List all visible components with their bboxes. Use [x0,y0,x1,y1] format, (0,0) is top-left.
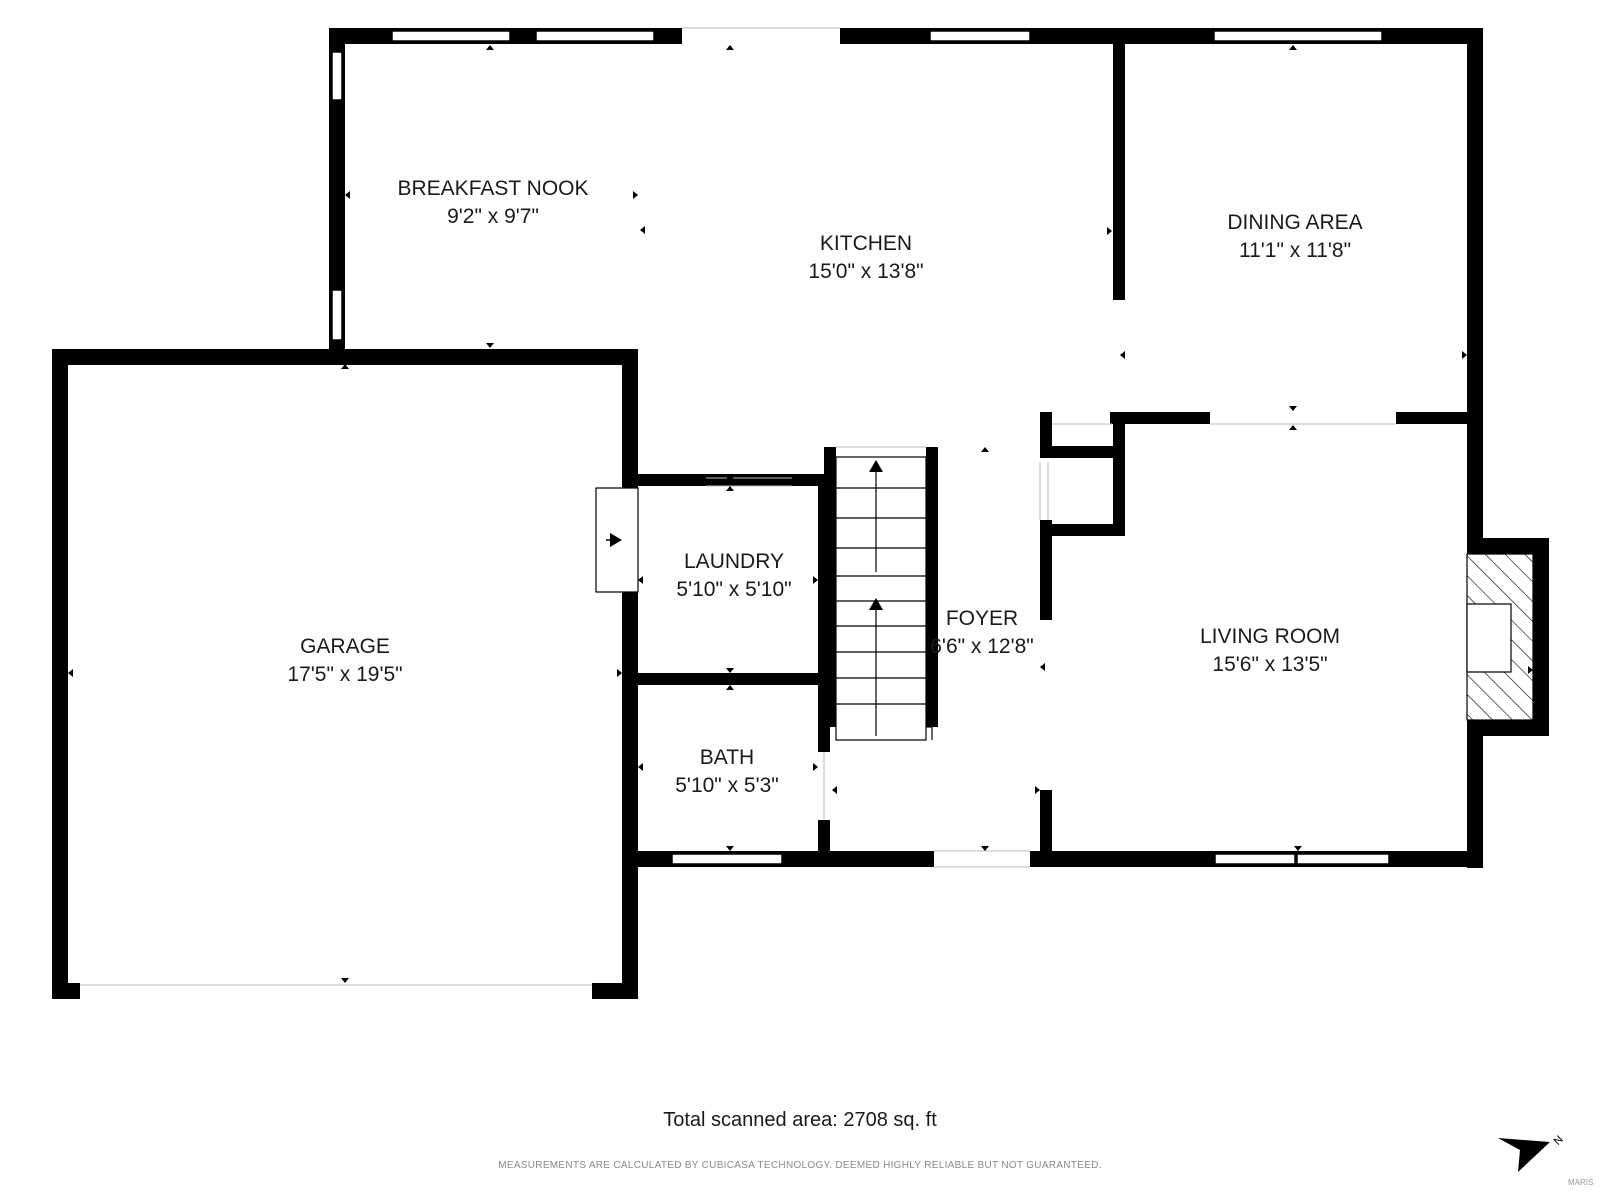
openings [80,26,1396,1001]
fireplace [1466,553,1534,721]
room-name-foyer: FOYER [945,607,1019,630]
measurement-disclaimer: MEASUREMENTS ARE CALCULATED BY CUBICASA … [498,1160,1102,1171]
brand-mark: MARIS [1568,1178,1594,1187]
stair-arrows [869,460,883,610]
dimension-markers [68,45,1533,983]
opening-lines [80,27,1396,986]
room-name-dining-area: DINING AREA [1227,211,1363,234]
room-dims-bath: 5'10" x 5'3" [675,774,779,797]
total-area-label: Total scanned area: 2708 sq. ft [663,1109,937,1131]
room-name-breakfast-nook: BREAKFAST NOOK [397,177,589,200]
room-dims-dining-area: 11'1" x 11'8" [1238,239,1352,262]
compass-label: N [1552,1134,1566,1148]
room-name-laundry: LAUNDRY [684,550,784,573]
room-name-living-room: LIVING ROOM [1199,625,1341,648]
room-dims-laundry: 5'10" x 5'10" [676,578,792,601]
windows [331,30,1390,865]
room-name-kitchen: KITCHEN [819,232,913,255]
staircase [835,456,933,741]
room-dims-living-room: 15'6" x 13'5" [1212,653,1328,676]
room-dims-kitchen: 15'0" x 13'8" [808,260,924,283]
room-dims-garage: 17'5" x 19'5" [287,663,403,686]
garage-entry-step [595,487,639,593]
room-dims-breakfast-nook: 9'2" x 9'7" [447,205,539,228]
room-name-bath: BATH [699,746,755,769]
room-dims-foyer: 6'6" x 12'8" [930,635,1034,658]
room-name-garage: GARAGE [300,635,390,658]
north-arrow-icon: N [1498,1134,1566,1172]
